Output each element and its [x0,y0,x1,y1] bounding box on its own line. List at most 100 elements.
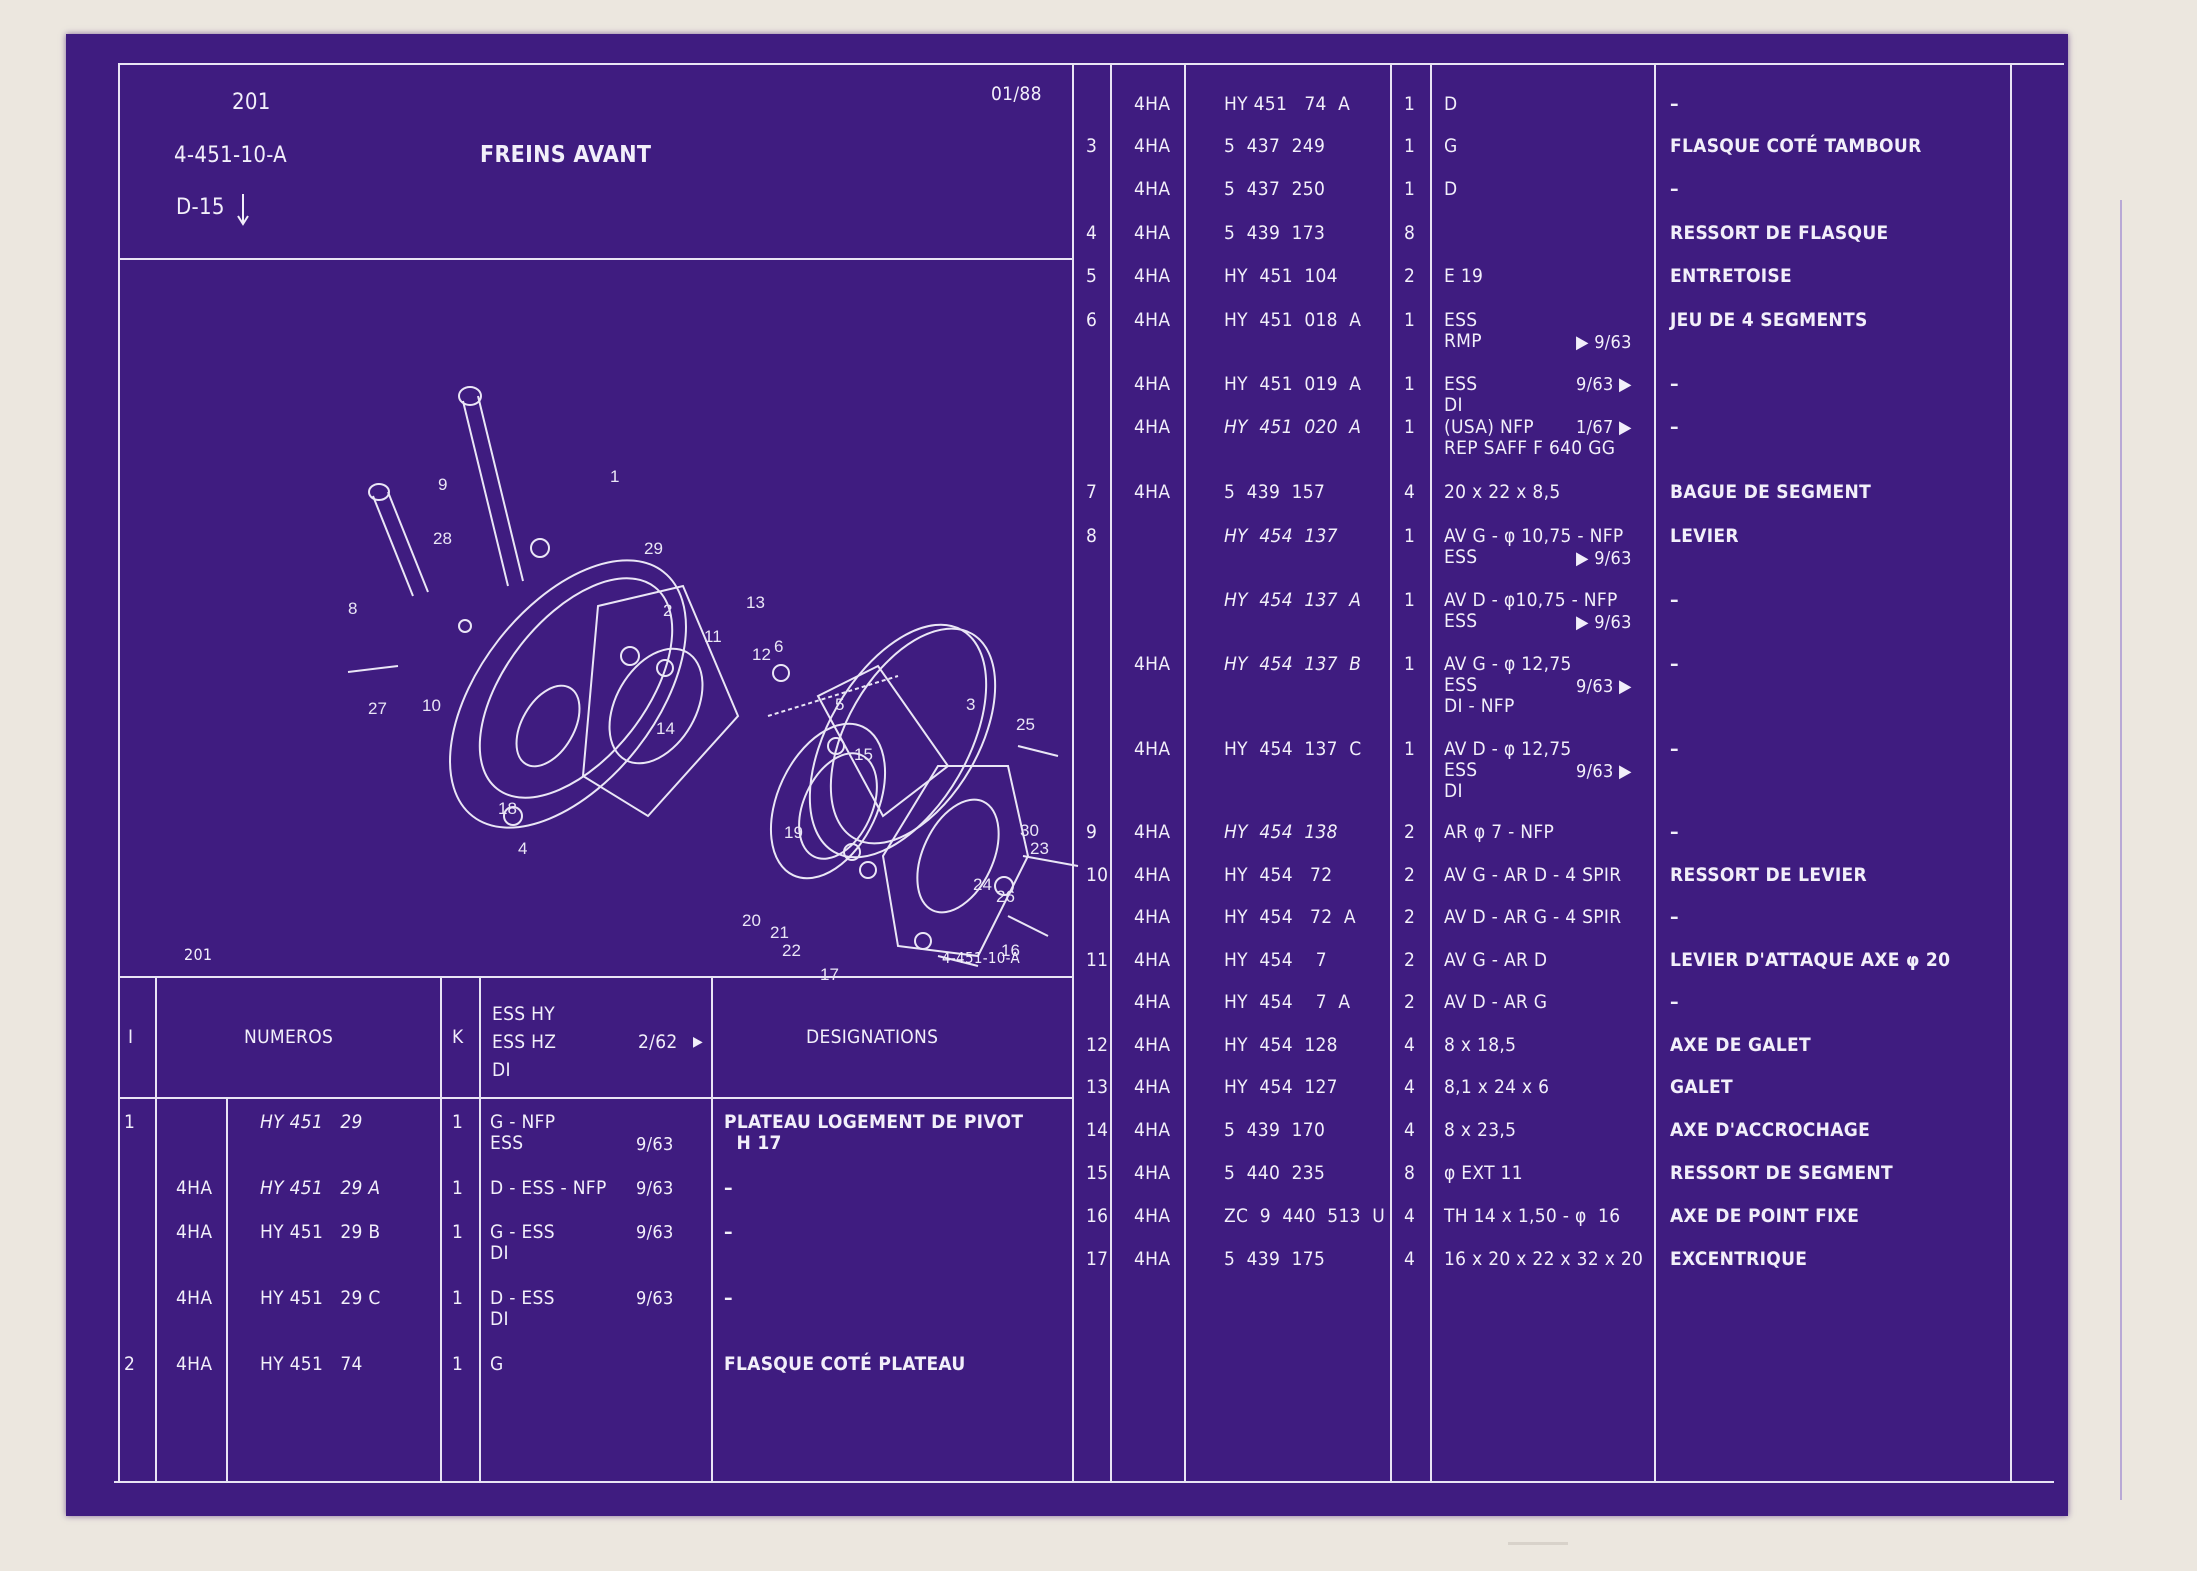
left-row-quantity: 1 [452,1111,464,1133]
left-row-variant: G - ESS DI [490,1221,555,1264]
rod-9 [462,395,524,587]
left-row-model: 4HA [176,1177,213,1199]
left-row-quantity: 1 [452,1353,464,1375]
rod-8 [372,491,429,597]
right-row-designation: – [1670,906,1679,928]
right-row-variant: D [1444,178,1458,200]
svg-text:14: 14 [656,719,675,738]
svg-text:6: 6 [774,637,783,656]
right-row-variant: AV G - φ 12,75 ESS DI - NFP [1444,653,1572,717]
right-row-variant: TH 14 x 1,50 - φ 16 [1444,1205,1621,1227]
right-row-quantity: 1 [1404,93,1416,115]
diagram-label-left: 201 [184,945,213,964]
svg-text:1: 1 [610,467,619,486]
right-row-quantity: 1 [1404,525,1416,547]
diagram-label-right: 4-451-10-A [942,949,1021,967]
right-row-index: 9 [1086,821,1098,843]
right-row-model: 4HA [1134,864,1171,886]
right-row-model: 4HA [1134,821,1171,843]
right-row-designation: BAGUE DE SEGMENT [1670,481,1872,503]
col-header-ess-1: ESS HY [492,1003,556,1025]
right-row-designation: – [1670,991,1679,1013]
svg-text:5: 5 [835,695,844,714]
left-right-divider [1072,63,1074,1483]
right-row-quantity: 4 [1404,481,1416,503]
right-row-designation: – [1670,653,1679,675]
r-col-part-line [1390,63,1392,1483]
left-row-variant: G - NFP ESS [490,1111,556,1154]
right-row-quantity: 4 [1404,1034,1416,1056]
right-row-part-number: HY 454 137 B [1224,653,1362,675]
right-row-index: 8 [1086,525,1098,547]
right-row-designation: – [1670,373,1679,395]
right-row-date: ▶ 9/63 [1576,548,1632,569]
right-row-designation: AXE DE GALET [1670,1034,1811,1056]
right-row-part-number: 5 439 173 [1224,222,1326,244]
right-row-variant: ESS RMP [1444,309,1482,352]
svg-text:26: 26 [996,887,1015,906]
left-row-quantity: 1 [452,1221,464,1243]
issue-date: 01/88 [991,83,1042,105]
left-row-designation: – [724,1287,733,1309]
blueprint-sheet: 201 01/88 4-451-10-A FREINS AVANT D-15 [66,34,2068,1516]
right-row-designation: – [1670,178,1679,200]
svg-text:2: 2 [663,601,672,620]
svg-text:29: 29 [644,539,663,558]
right-row-part-number: HY 451 020 A [1224,416,1362,438]
right-row-index: 7 [1086,481,1098,503]
col-k-line-b [479,976,481,1483]
left-row-date: 9/63 [636,1134,674,1155]
right-row-variant: (USA) NFP REP SAFF F 640 GG [1444,416,1616,459]
right-row-quantity: 1 [1404,309,1416,331]
right-row-quantity: 2 [1404,265,1416,287]
svg-text:8: 8 [348,599,357,618]
right-row-index: 5 [1086,265,1098,287]
right-row-model: 4HA [1134,135,1171,157]
right-row-index: 11 [1086,949,1109,971]
svg-text:18: 18 [498,799,517,818]
right-row-quantity: 2 [1404,821,1416,843]
left-row-date: 9/63 [636,1222,674,1243]
table-header-line [118,1097,1074,1099]
triangle-right-icon: ▶ [693,1034,703,1050]
left-row-quantity: 1 [452,1287,464,1309]
left-row-part-number: HY 451 29 A [260,1177,381,1199]
frame-bottom [114,1481,2054,1483]
right-row-variant: φ EXT 11 [1444,1162,1523,1184]
right-row-part-number: HY 454 137 [1224,525,1338,547]
right-row-variant: AV D - φ 12,75 ESS DI [1444,738,1572,802]
svg-text:22: 22 [782,941,801,960]
right-row-variant: D [1444,93,1458,115]
right-row-designation: – [1670,93,1679,115]
right-row-part-number: 5 437 250 [1224,178,1326,200]
right-row-index: 3 [1086,135,1098,157]
left-row-date: 9/63 [636,1178,674,1199]
right-row-quantity: 8 [1404,222,1416,244]
right-row-quantity: 1 [1404,653,1416,675]
right-row-variant: G [1444,135,1458,157]
right-row-model: 4HA [1134,93,1171,115]
right-row-designation: – [1670,589,1679,611]
right-row-quantity: 1 [1404,416,1416,438]
svg-text:17: 17 [820,965,839,984]
right-row-part-number: HY 454 127 [1224,1076,1338,1098]
right-row-quantity: 2 [1404,906,1416,928]
left-row-variant: D - ESS DI [490,1287,555,1330]
right-row-quantity: 2 [1404,949,1416,971]
right-row-quantity: 1 [1404,135,1416,157]
right-row-model: 4HA [1134,1076,1171,1098]
right-row-quantity: 1 [1404,589,1416,611]
left-row-model: 4HA [176,1221,213,1243]
col-k-line-a [440,976,442,1483]
right-row-index: 15 [1086,1162,1109,1184]
frame-top [118,63,2064,65]
right-row-index: 10 [1086,864,1109,886]
right-row-variant: AV D - φ10,75 - NFP ESS [1444,589,1618,632]
right-row-date: 1/67 ▶ [1576,417,1632,438]
right-row-quantity: 1 [1404,178,1416,200]
right-row-date: 9/63 ▶ [1576,676,1632,697]
right-row-variant: 8 x 23,5 [1444,1119,1517,1141]
col-header-ess-3: DI [492,1059,511,1081]
col-header-numeros: NUMEROS [244,1026,334,1048]
right-row-part-number: HY 451 018 A [1224,309,1362,331]
